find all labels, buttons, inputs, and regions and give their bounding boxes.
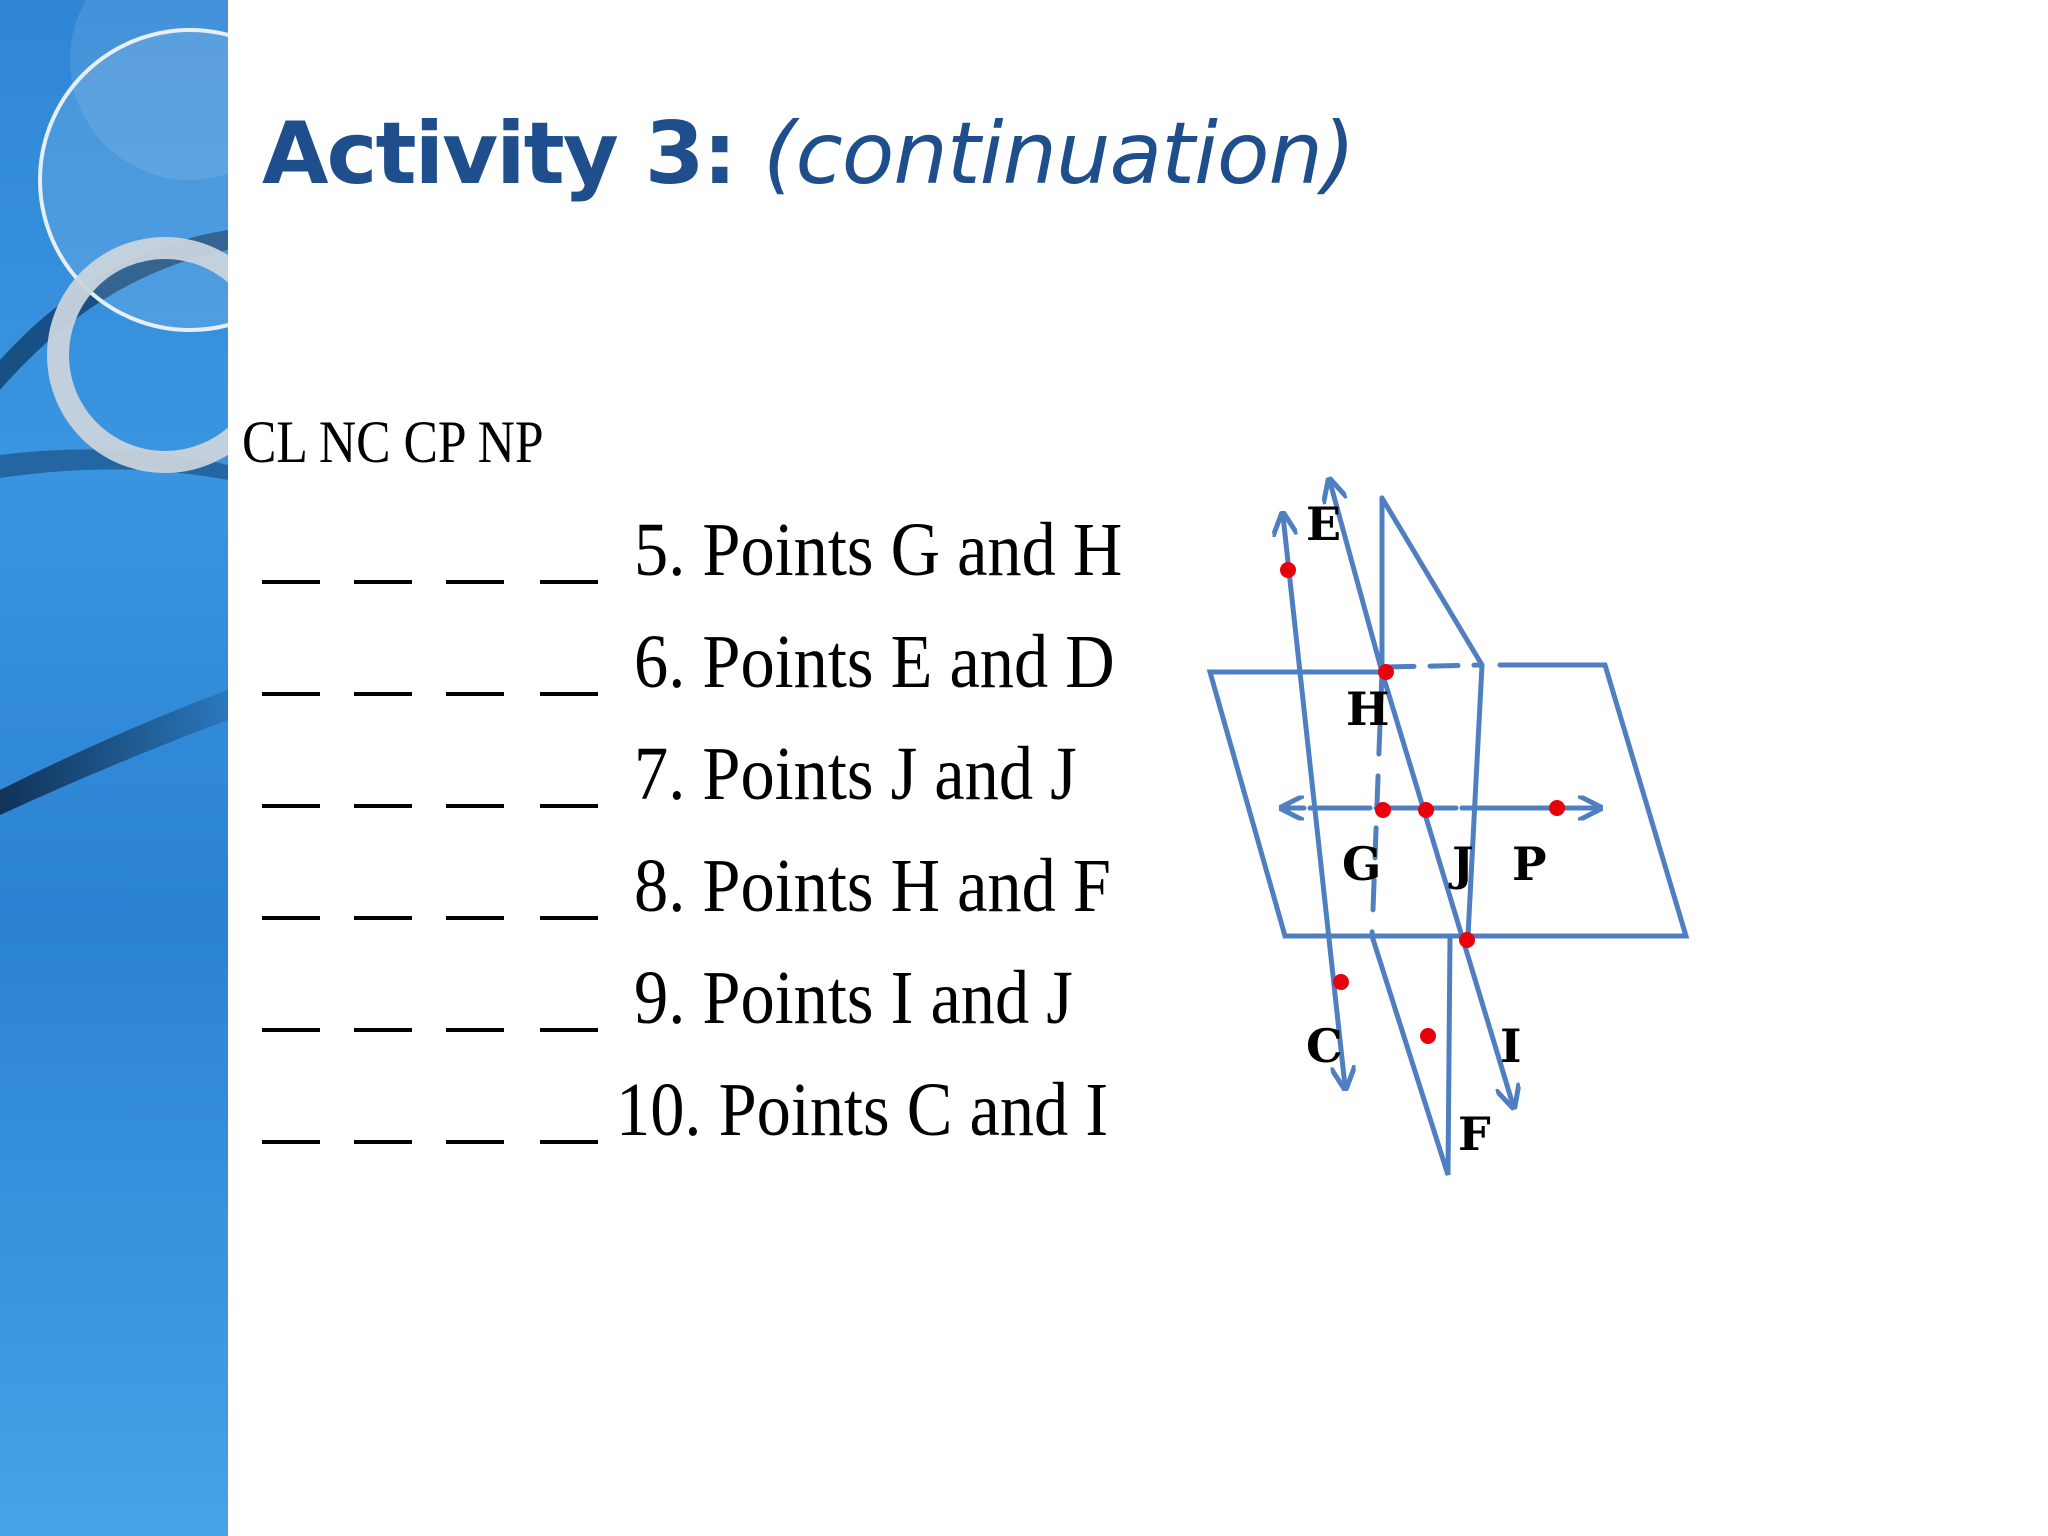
- answer-blank[interactable]: [540, 692, 598, 696]
- answer-blank[interactable]: [354, 1140, 412, 1144]
- answer-blank[interactable]: [262, 580, 320, 584]
- answer-blank[interactable]: [262, 916, 320, 920]
- answer-blank[interactable]: [540, 916, 598, 920]
- point-c: [1333, 974, 1349, 990]
- answer-blank[interactable]: [540, 1028, 598, 1032]
- point-f: [1420, 1028, 1436, 1044]
- line-e-h: [1330, 482, 1385, 675]
- band-streak: [0, 690, 228, 815]
- line-hi: [1379, 669, 1513, 1105]
- title-sub: (continuation): [762, 104, 1356, 204]
- answer-blank[interactable]: [354, 1028, 412, 1032]
- answer-blank[interactable]: [262, 1028, 320, 1032]
- label-j: J: [1448, 837, 1474, 891]
- answer-blank[interactable]: [446, 1028, 504, 1032]
- question-text: 8. Points H and F: [634, 844, 1111, 928]
- label-e: E: [1306, 497, 1341, 551]
- label-i: I: [1500, 1019, 1522, 1073]
- band-decoration: [0, 0, 228, 815]
- answer-blank[interactable]: [354, 804, 412, 808]
- slide-title: Activity 3: (continuation): [262, 104, 1356, 204]
- geometry-diagram: E H G J P C I F: [1206, 460, 1690, 1176]
- question-text: 10. Points C and I: [616, 1068, 1109, 1152]
- answer-blank[interactable]: [540, 804, 598, 808]
- answer-blank[interactable]: [262, 692, 320, 696]
- answer-blank[interactable]: [540, 580, 598, 584]
- answer-blank[interactable]: [446, 692, 504, 696]
- answer-blank[interactable]: [262, 1140, 320, 1144]
- decorative-side-band: [0, 0, 228, 1536]
- question-text: 9. Points I and J: [634, 956, 1073, 1040]
- vertical-plane-outline: [1379, 495, 1485, 939]
- vertical-plane-lower-edge: [1369, 933, 1453, 1176]
- label-p: P: [1512, 837, 1547, 891]
- label-g: G: [1342, 837, 1381, 891]
- question-text: 6. Points E and D: [634, 620, 1115, 704]
- answer-blank[interactable]: [446, 916, 504, 920]
- point-d: [1280, 562, 1296, 578]
- column-header: CL NC CP NP: [242, 409, 544, 475]
- title-main: Activity 3:: [262, 104, 737, 204]
- label-f: F: [1458, 1107, 1491, 1161]
- point-intersection: [1459, 932, 1475, 948]
- question-text: 5. Points G and H: [634, 508, 1123, 592]
- point-j: [1418, 802, 1434, 818]
- point-p: [1549, 800, 1565, 816]
- plane-p-outline: [1206, 662, 1690, 939]
- label-c: C: [1306, 1019, 1343, 1073]
- answer-blank[interactable]: [354, 916, 412, 920]
- answer-blank[interactable]: [354, 580, 412, 584]
- answer-blank[interactable]: [540, 1140, 598, 1144]
- point-g: [1375, 802, 1391, 818]
- plane-p-hidden-edge: [1383, 662, 1485, 670]
- line-ec: [1283, 516, 1345, 1086]
- answer-blank[interactable]: [354, 692, 412, 696]
- answer-blank[interactable]: [446, 804, 504, 808]
- answer-blank[interactable]: [446, 580, 504, 584]
- answer-blank[interactable]: [446, 1140, 504, 1144]
- band-small-ring: [47, 237, 228, 473]
- point-h: [1378, 664, 1394, 680]
- label-h: H: [1346, 682, 1389, 736]
- answer-blank[interactable]: [262, 804, 320, 808]
- question-text: 7. Points J and J: [634, 732, 1077, 816]
